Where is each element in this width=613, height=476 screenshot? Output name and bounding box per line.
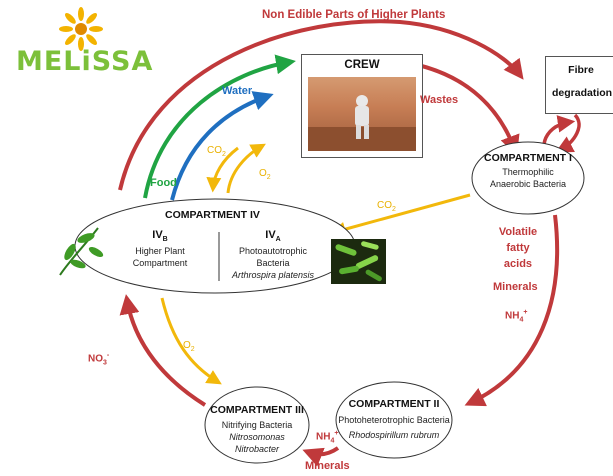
no3-sup: -: [106, 352, 110, 359]
o2-bottom-label: O2: [183, 340, 195, 353]
nh4-right-sup: +: [523, 309, 528, 316]
co2-to-iv-arrow: [206, 146, 239, 193]
ivb-sub: B: [162, 236, 168, 244]
ivb-line2: Compartment: [132, 258, 188, 269]
iva-line3: Arthrospira platensis: [231, 270, 315, 281]
water-label: Water: [222, 85, 253, 97]
non-edible-arrow: [118, 19, 524, 191]
food-arrow: [143, 54, 296, 199]
comp3-line2: Nitrosomonas: [229, 432, 285, 442]
ivb-line1: Higher Plant: [135, 246, 185, 257]
minerals-right-label: Minerals: [493, 281, 538, 293]
compartment-3-ellipse: [204, 386, 310, 464]
minerals-bottom-label: Minerals: [305, 460, 350, 472]
iva-line2: Bacteria: [256, 258, 290, 269]
comp1-to-comp2-arrow: [464, 214, 560, 407]
comp3-line3: Nitrobacter: [234, 444, 279, 454]
comp4-ivb: IVB Higher Plant Compartment: [110, 229, 210, 268]
compartment-2: COMPARTMENT II Photoheterotrophic Bacter…: [337, 398, 451, 440]
nh4-bottom-sup: +: [334, 430, 339, 437]
co2-mid-sub: 2: [392, 206, 396, 213]
o2-bottom-main: O: [183, 340, 191, 351]
comp4-title: COMPARTMENT IV: [165, 209, 260, 221]
co2-top-sub: 2: [222, 151, 226, 158]
ivb-main: IV: [152, 229, 163, 241]
acids-line: acids: [503, 258, 533, 270]
co2-top-main: CO: [207, 145, 222, 156]
comp4-iva: IVA Photoautotrophic Bacteria Arthrospir…: [223, 229, 323, 280]
nh4-right-label: NH4+: [505, 309, 527, 323]
comp2-line1: Photoheterotrophic Bacteria: [338, 415, 450, 425]
comp1-line2: Anaerobic Bacteria: [489, 179, 567, 189]
compartment-3: COMPARTMENT III Nitrifying Bacteria Nitr…: [207, 404, 307, 454]
co2-top-label: CO2: [207, 145, 226, 158]
no3-label: NO3-: [88, 352, 109, 366]
crew-title: CREW: [344, 59, 380, 71]
iva-sub: A: [275, 236, 281, 244]
no3-main: NO: [88, 353, 103, 365]
nh4-bottom-sub: 4: [330, 437, 335, 445]
water-arrow: [170, 91, 274, 201]
volatile-fatty-acids-label: Volatile fatty acids: [493, 224, 543, 272]
plant-icon: [59, 227, 104, 276]
volatile-line: Volatile: [498, 226, 538, 238]
o2-to-crew-arrow: [226, 143, 266, 194]
nh4-bottom-main: NH: [316, 431, 331, 443]
fibre-degradation-box: Fibre degradation: [545, 56, 613, 114]
melissa-logo-flower-icon: [59, 7, 103, 51]
o2-top-main: O: [259, 168, 267, 179]
bacteria-icon: [335, 241, 382, 282]
fibre-return-arrow: [555, 113, 581, 153]
nh4-right-sub: 4: [519, 316, 524, 324]
compartment-1: COMPARTMENT I Thermophilic Anaerobic Bac…: [472, 152, 584, 189]
comp2-title: COMPARTMENT II: [348, 398, 440, 410]
wastes-label: Wastes: [420, 94, 459, 106]
astronaut-icon: [308, 95, 416, 151]
crew-box: CREW: [301, 54, 423, 158]
fibre-line1: Fibre: [568, 64, 594, 76]
non-edible-label: Non Edible Parts of Higher Plants: [262, 9, 446, 21]
comp2-line2: Rhodospirillum rubrum: [348, 430, 440, 440]
compartment-1-ellipse: [471, 141, 585, 215]
nh4-right-main: NH: [505, 310, 520, 322]
comp1-line1: Thermophilic: [502, 167, 554, 177]
bacteria-image: [331, 239, 386, 284]
comp3-title: COMPARTMENT III: [210, 404, 304, 416]
o2-bottom-sub: 2: [190, 346, 195, 353]
co2-to-iva-arrow: [330, 193, 471, 237]
comp3-line1: Nitrifying Bacteria: [221, 420, 293, 430]
melissa-logo: MELiSSA: [16, 46, 154, 77]
iva-line1: Photoautotrophic: [238, 246, 308, 257]
wastes-arrow: [417, 63, 520, 156]
fibre-line2: degradation: [552, 87, 613, 99]
nh4-bottom-label: NH4+: [316, 430, 338, 444]
o2-to-comp3-arrow: [160, 297, 222, 385]
astronaut-photo: [308, 77, 416, 151]
co2-mid-main: CO: [377, 200, 392, 211]
no3-sub: 3: [103, 359, 107, 367]
compartment-2-ellipse: [335, 381, 453, 459]
comp3-to-comp4-arrow: [119, 294, 207, 407]
comp1-title: COMPARTMENT I: [484, 152, 572, 164]
o2-top-label: O2: [259, 168, 271, 181]
fatty-line: fatty: [506, 242, 530, 254]
o2-top-sub: 2: [266, 174, 271, 181]
co2-mid-label: CO2: [377, 200, 396, 213]
iva-main: IV: [265, 229, 276, 241]
comp2-to-comp3-arrow: [302, 446, 340, 467]
food-label: Food: [150, 177, 177, 189]
